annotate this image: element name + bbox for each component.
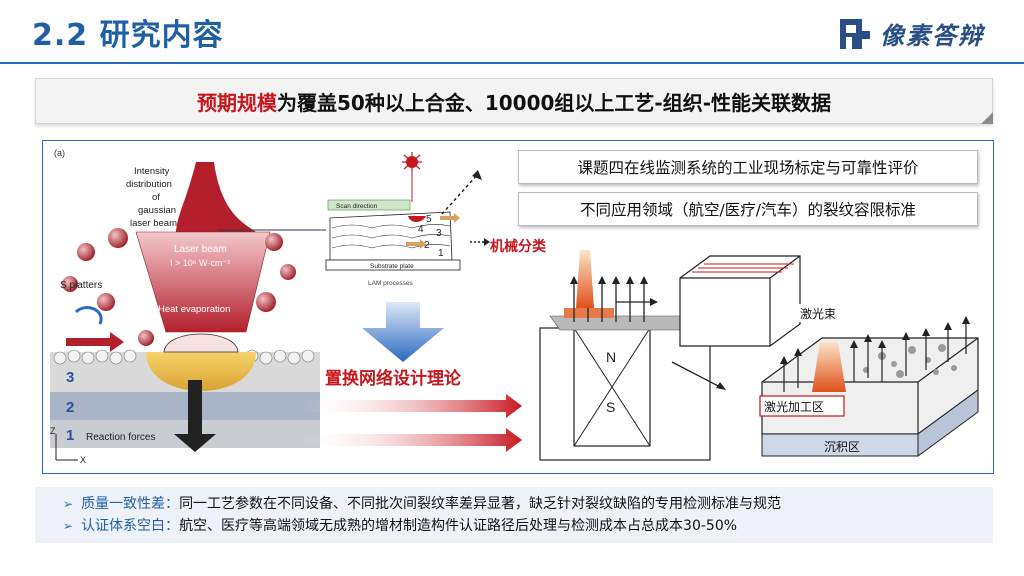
laser-melting-figure: (a) Intensity distribution of gaussian l…: [46, 142, 328, 472]
heat-evaporation-label: Heat evaporation: [158, 304, 230, 315]
intensity-label-2: distribution: [126, 179, 172, 190]
s-platters-label: S platters: [60, 280, 102, 291]
powder-feed-arrow-icon: [66, 332, 124, 352]
swirl-arrow-icon: [76, 308, 101, 324]
arrow-head-icon: [716, 382, 726, 390]
lam-caption: LAM processes: [368, 280, 414, 287]
layer-number-3: 3: [66, 369, 74, 386]
spatter-droplet: [97, 293, 115, 311]
panel-label: (a): [54, 148, 65, 158]
magnet-s-label: S: [606, 399, 615, 415]
reaction-forces-label: Reaction forces: [86, 432, 155, 443]
powder-plate: [550, 316, 692, 330]
axis-x-label: X: [80, 455, 86, 465]
title-divider: [0, 62, 1024, 64]
red-arrow-icon: [300, 394, 522, 418]
intensity-label-3: of: [152, 192, 160, 203]
laser-beam: [576, 250, 594, 308]
red-gradient-arrows: [300, 394, 524, 454]
banner-text: 为覆盖50种以上合金、10000组以上工艺-组织-性能关联数据: [277, 87, 831, 116]
topic-box-calibration: 课题四在线监测系统的工业现场标定与可靠性评价: [518, 150, 978, 184]
spatter-droplet: [108, 228, 128, 248]
spatter-droplet: [280, 264, 296, 280]
magnet-n-label: N: [606, 349, 616, 365]
note-text: 航空、医疗等高端领域无成熟的增材制造构件认证路径后处理与检测成本占总成本30-5…: [179, 515, 737, 537]
laser-burst-icon: [398, 152, 426, 204]
spatter-droplet: [265, 233, 283, 251]
topic-box-crack-tolerance: 不同应用领域（航空/医疗/汽车）的裂纹容限标准: [518, 192, 978, 226]
deposited-layers: [330, 212, 452, 260]
dotted-arrow-icon: [470, 236, 490, 248]
spatter-droplet: [77, 243, 95, 261]
spatter-droplet: [138, 330, 154, 346]
spatter-droplet: [256, 292, 276, 312]
intensity-label-4: gaussian: [138, 205, 176, 216]
page-title: 2.2 研究内容: [32, 10, 224, 54]
down-arrow-icon: [358, 302, 448, 364]
gaussian-profile: [176, 162, 256, 232]
scan-direction-label: Scan direction: [336, 203, 378, 210]
laser-zone-label: 激光加工区: [764, 400, 824, 414]
laser-beam-label: 激光束: [800, 307, 836, 321]
summary-banner: 预期规模为覆盖50种以上合金、10000组以上工艺-组织-性能关联数据: [35, 78, 993, 124]
layer-label-2: 2: [424, 240, 430, 251]
brand-logo: 像素答辩: [838, 16, 984, 51]
layer-2: [50, 392, 320, 420]
banner-highlight: 预期规模: [197, 87, 277, 116]
heated-zone: [564, 308, 614, 318]
note-item: ➢ 认证体系空白： 航空、医疗等高端领域无成熟的增材制造构件认证路径后处理与检测…: [63, 515, 993, 537]
axis-z-label: Z: [50, 426, 56, 436]
intensity-label-1: Intensity: [134, 166, 170, 177]
layer-label-4: 4: [418, 224, 424, 235]
banner-corner-fold: [981, 112, 993, 124]
layer-label-3: 3: [436, 228, 442, 239]
note-text: 同一工艺参数在不同设备、不同批次间裂纹率差异显著，缺乏针对裂纹缺陷的专用检测标准…: [179, 493, 781, 515]
note-item: ➢ 质量一致性差： 同一工艺参数在不同设备、不同批次间裂纹率差异显著，缺乏针对裂…: [63, 493, 993, 515]
laser-beam-label: Laser beam: [174, 244, 227, 255]
bullet-arrow-icon: ➢: [63, 515, 73, 537]
logo-text: 像素答辩: [880, 16, 984, 51]
keyhole: [164, 334, 238, 352]
deposition-zone-label: 沉积区: [824, 440, 860, 454]
logo-mark-icon: [838, 17, 872, 51]
connector-line: [218, 226, 328, 234]
layer-number-2: 2: [66, 399, 74, 416]
dashed-arrow-icon: [440, 168, 484, 216]
intensity-label-5: laser beam: [130, 218, 177, 229]
bullet-arrow-icon: ➢: [63, 493, 73, 515]
substrate-label: Substrate plate: [370, 263, 414, 270]
deposition-figure: N S: [522, 242, 988, 468]
layer-number-1: 1: [66, 427, 74, 444]
layer-label-1: 1: [438, 248, 444, 259]
note-key: 认证体系空白：: [81, 515, 179, 537]
arrow-head-icon: [650, 298, 658, 306]
notes-panel: ➢ 质量一致性差： 同一工艺参数在不同设备、不同批次间裂纹率差异显著，缺乏针对裂…: [35, 487, 993, 543]
replacement-network-label: 置换网络设计理论: [325, 364, 461, 389]
note-key: 质量一致性差：: [81, 493, 179, 515]
laser-intensity-label: I > 10⁶ W·cm⁻²: [170, 258, 230, 268]
red-arrow-icon: [300, 428, 522, 452]
layer-label-5: 5: [426, 214, 432, 225]
